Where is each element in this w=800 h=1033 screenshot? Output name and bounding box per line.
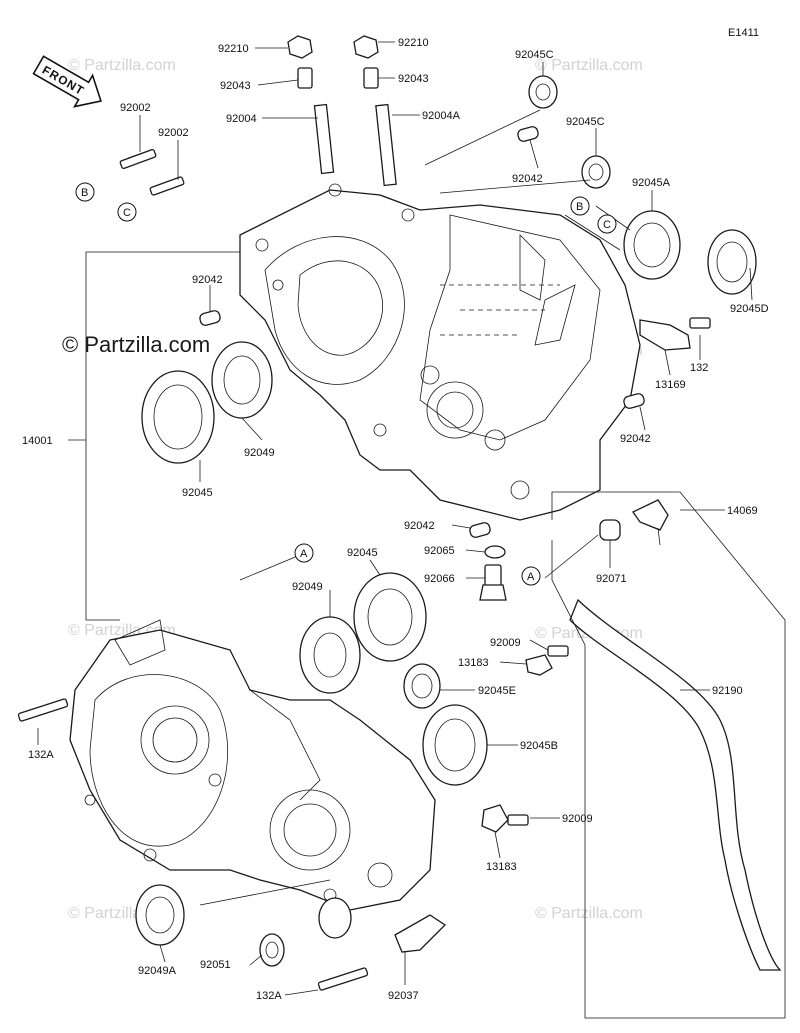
callout-a-lower-label: A — [527, 571, 535, 583]
label-92045-low[interactable]: 92045 — [347, 547, 378, 559]
label-13183-top[interactable]: 13183 — [458, 657, 489, 669]
label-132a-bottom[interactable]: 132A — [256, 990, 282, 1002]
callout-c-right-label: C — [603, 219, 611, 231]
callout-c-left: C — [117, 202, 137, 222]
label-92190[interactable]: 92190 — [712, 685, 743, 697]
studs-and-nuts — [287, 35, 397, 187]
label-92045-left[interactable]: 92045 — [182, 487, 213, 499]
label-92065[interactable]: 92065 — [424, 545, 455, 557]
watermark-top-right: © Partzilla.com — [535, 57, 643, 74]
label-14001[interactable]: 14001 — [22, 435, 53, 447]
callout-a-lower: A — [521, 566, 541, 586]
breather-hose — [569, 598, 782, 971]
callout-b-right-label: B — [576, 201, 583, 213]
label-92045c-top[interactable]: 92045C — [515, 49, 554, 61]
callout-b-right: B — [570, 196, 590, 216]
label-132a-left[interactable]: 132A — [28, 749, 54, 761]
drawing-code: E1411 — [728, 27, 759, 39]
label-92049-low[interactable]: 92049 — [292, 581, 323, 593]
callout-a-upper: A — [294, 543, 314, 563]
label-92045b[interactable]: 92045B — [520, 740, 558, 752]
part-labels: 92210 92210 92043 92043 92004 92004A 920… — [22, 37, 769, 1002]
label-92043-left[interactable]: 92043 — [220, 80, 251, 92]
label-132[interactable]: 132 — [690, 362, 708, 374]
label-92004a[interactable]: 92004A — [422, 110, 461, 122]
watermark-main: © Partzilla.com — [62, 332, 210, 357]
small-parts — [17, 126, 711, 991]
label-13169[interactable]: 13169 — [655, 379, 686, 391]
label-92009-low[interactable]: 92009 — [562, 813, 593, 825]
label-92210-left[interactable]: 92210 — [218, 43, 249, 55]
callout-c-right: C — [597, 214, 617, 234]
leader-lines — [37, 41, 753, 996]
label-14069[interactable]: 14069 — [727, 505, 758, 517]
label-92049-left[interactable]: 92049 — [244, 447, 275, 459]
callout-a-upper-label: A — [300, 548, 308, 560]
label-92042-left[interactable]: 92042 — [192, 274, 223, 286]
label-92043-right[interactable]: 92043 — [398, 73, 429, 85]
bearings-and-seals — [135, 75, 757, 967]
callout-b-left-label: B — [81, 187, 88, 199]
label-92002-second[interactable]: 92002 — [158, 127, 189, 139]
label-92045d[interactable]: 92045D — [730, 303, 769, 315]
label-92051[interactable]: 92051 — [200, 959, 231, 971]
label-13183-low[interactable]: 13183 — [486, 861, 517, 873]
label-92037[interactable]: 92037 — [388, 990, 419, 1002]
label-92042-top[interactable]: 92042 — [512, 173, 543, 185]
label-92071[interactable]: 92071 — [596, 573, 627, 585]
label-92066[interactable]: 92066 — [424, 573, 455, 585]
watermark-top-left: © Partzilla.com — [68, 57, 176, 74]
watermark-bottom-right: © Partzilla.com — [535, 905, 643, 922]
label-92045e[interactable]: 92045E — [478, 685, 516, 697]
label-92002-top[interactable]: 92002 — [120, 102, 151, 114]
label-92045a[interactable]: 92045A — [632, 177, 671, 189]
label-92049a[interactable]: 92049A — [138, 965, 177, 977]
label-92009-top[interactable]: 92009 — [490, 637, 521, 649]
label-92004[interactable]: 92004 — [226, 113, 257, 125]
label-92045c-mid[interactable]: 92045C — [566, 116, 605, 128]
group-brackets — [85, 251, 786, 1019]
callout-c-left-label: C — [123, 207, 131, 219]
lower-crankcase — [69, 619, 436, 911]
label-92210-right[interactable]: 92210 — [398, 37, 429, 49]
label-92042-center[interactable]: 92042 — [404, 520, 435, 532]
label-92042-right[interactable]: 92042 — [620, 433, 651, 445]
callout-b-left: B — [75, 182, 95, 202]
upper-crankcase — [239, 183, 641, 521]
